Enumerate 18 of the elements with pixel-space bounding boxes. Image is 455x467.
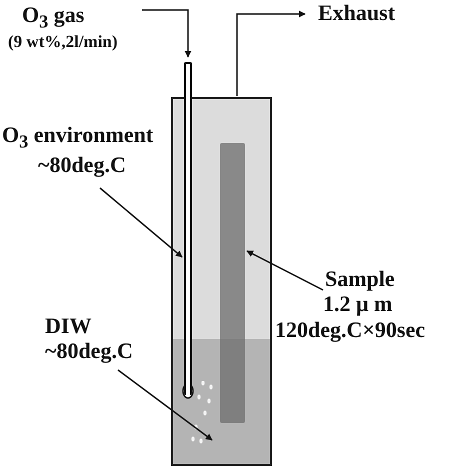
sample-plate [220,143,245,423]
exhaust-label: Exhaust [318,0,396,26]
environment-label: O$_{3}$ environment [2,122,154,152]
leader-arrow [246,250,324,291]
thickness-label: 1.2 μ m [322,291,394,317]
gas-inlet-label: O$_{3}$ gas [21,2,86,32]
flow-rate-label: (9 wt%,2l/min) [8,32,119,52]
leader-arrow [100,187,183,258]
inlet-arrow [142,9,192,58]
gas-tube [184,62,192,395]
water-label: DIW [45,313,92,338]
temperature-label: ~80deg.C [45,338,134,364]
leader-arrow [118,369,213,441]
temperature-label: ~80deg.C [37,152,127,178]
exhaust-arrow [236,10,306,96]
bake-condition-label: 120deg.C×90sec [275,316,426,342]
vessel [171,97,272,466]
sample-label: Sample [324,266,396,292]
